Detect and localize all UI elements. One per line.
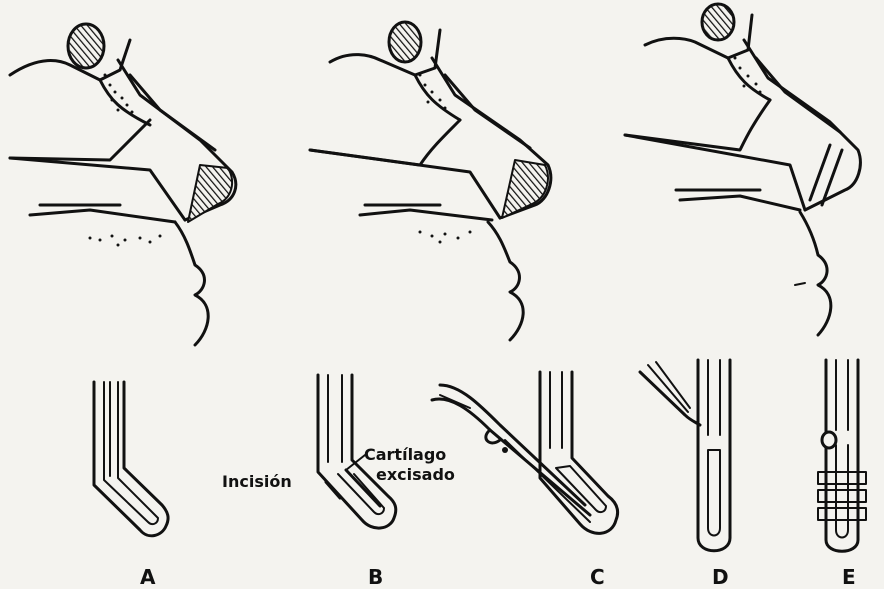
nasal-bone-c [702,4,734,40]
nose-profile-c [625,4,860,335]
nasal-bone-a [68,24,104,68]
panel-label-c: C [590,565,605,589]
incision-label: Incisión [222,472,292,491]
scissors-icon [432,385,590,522]
nose-profile-a [10,24,236,345]
cartilage-tube-d [640,360,730,551]
panel-label-a: A [140,565,155,589]
cartilage-tube-e [818,360,866,551]
cartilage-tube-a [94,382,168,536]
cartilage-label-line2: excisado [376,465,455,484]
panel-label-d: D [712,565,729,589]
panel-label-b: B [368,565,383,589]
panel-label-e: E [842,565,856,589]
alar-cartilage-a [188,165,232,222]
cartilage-label-line1: Cartílago [364,445,446,464]
cartilage-tube-c [540,372,618,533]
nasal-bone-b [389,22,421,62]
nose-profile-b [310,22,551,340]
